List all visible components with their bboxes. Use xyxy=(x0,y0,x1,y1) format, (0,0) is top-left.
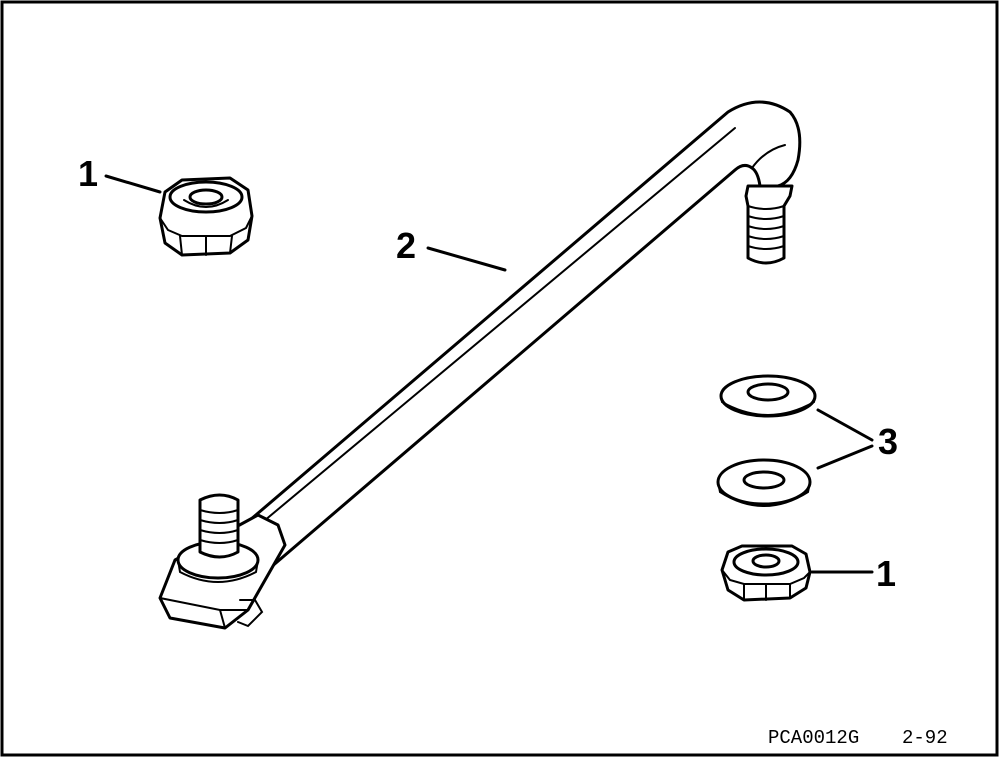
figure-code: PCA0012G xyxy=(768,727,859,749)
figure-date: 2-92 xyxy=(902,727,948,749)
leader-line-washer-lower xyxy=(816,444,874,470)
callout-nut-bottom-right: 1 xyxy=(876,553,896,594)
leader-line-washer-upper xyxy=(816,408,874,442)
callout-tie-bar: 2 xyxy=(396,225,416,266)
washer-lower xyxy=(716,458,812,507)
tie-bar xyxy=(158,100,802,630)
leader-line-tie-bar xyxy=(426,246,507,272)
hex-nut-bottom-right xyxy=(720,544,812,602)
washer-upper xyxy=(719,374,817,418)
callout-washers: 3 xyxy=(878,421,898,462)
hex-nut-top-left xyxy=(158,176,254,257)
callout-nut-top-left: 1 xyxy=(78,153,98,194)
leader-line-nut-top-left xyxy=(104,174,162,194)
